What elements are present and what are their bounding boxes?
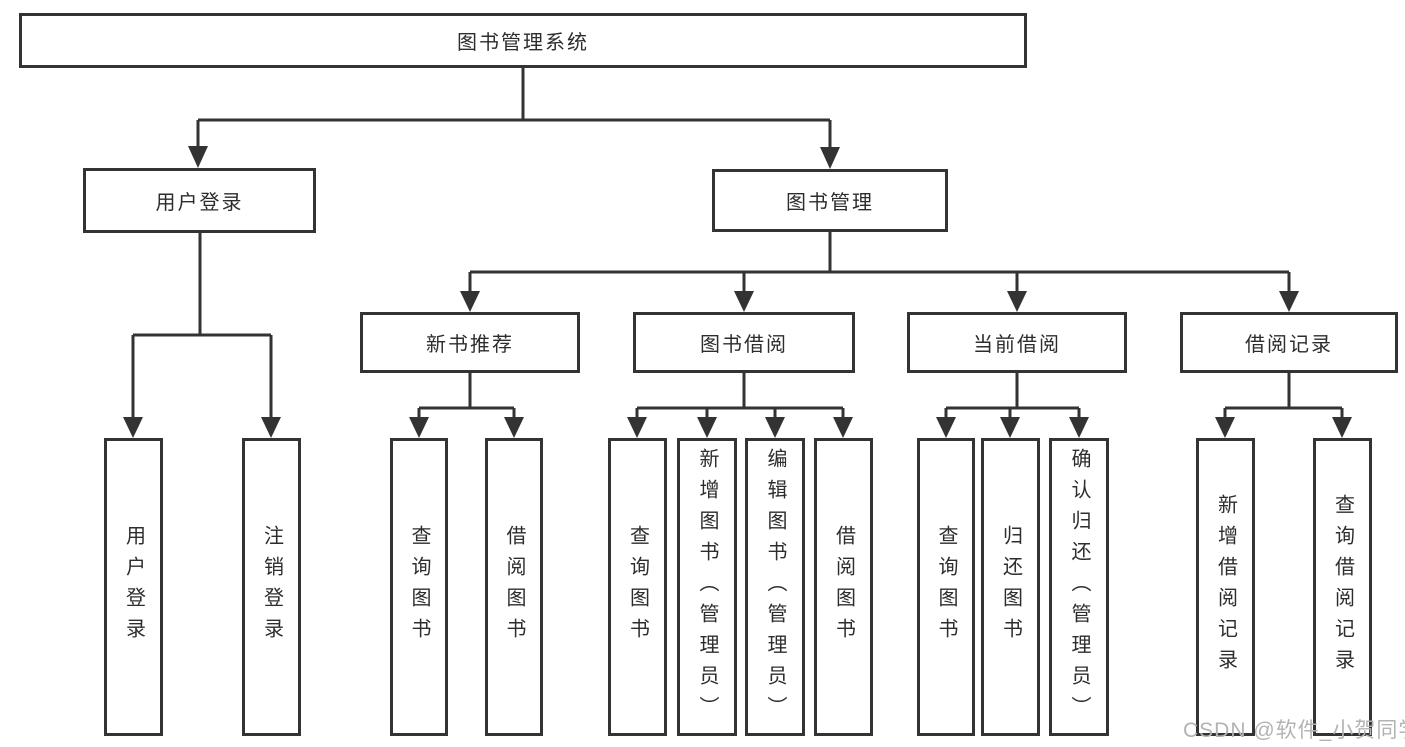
arrowhead xyxy=(460,291,480,312)
arrowhead xyxy=(765,417,785,438)
node-label: 新增图书（管理员） xyxy=(696,447,718,727)
node-label: 新增借阅记录 xyxy=(1214,494,1237,680)
leaf-query-books-current: 查询图书 xyxy=(917,438,975,736)
node-user-login: 用户登录 xyxy=(83,168,316,233)
node-new-book-recommend: 新书推荐 xyxy=(360,312,580,373)
node-label: 注销登录 xyxy=(260,525,283,649)
arrowhead xyxy=(833,417,853,438)
node-label: 查询借阅记录 xyxy=(1331,494,1354,680)
arrowhead xyxy=(1069,417,1089,438)
node-label: 查询图书 xyxy=(935,525,957,649)
node-label: 用户登录 xyxy=(155,192,244,214)
csdn-watermark: CSDN @软件_小贺同学 xyxy=(1183,719,1405,742)
arrowhead xyxy=(734,291,754,312)
node-label: 查询图书 xyxy=(626,525,649,649)
node-label: 借阅图书 xyxy=(832,525,855,649)
node-label: 用户登录 xyxy=(122,525,145,649)
arrowhead xyxy=(1007,291,1027,312)
arrowhead xyxy=(409,417,429,438)
arrowhead xyxy=(697,417,717,438)
arrowhead xyxy=(123,417,143,438)
arrowheads xyxy=(123,146,1352,438)
node-book-borrowing: 图书借阅 xyxy=(633,312,855,373)
leaf-return-books: 归还图书 xyxy=(981,438,1040,736)
leaf-query-borrow-record: 查询借阅记录 xyxy=(1313,438,1372,736)
arrowhead xyxy=(261,417,281,438)
node-label: 确认归还（管理员） xyxy=(1068,447,1090,727)
arrowhead xyxy=(188,146,208,168)
arrowhead xyxy=(1279,291,1299,312)
node-label: 编辑图书（管理员） xyxy=(764,447,786,727)
node-book-management: 图书管理 xyxy=(712,169,948,232)
node-label: 归还图书 xyxy=(999,525,1022,649)
node-label: 当前借阅 xyxy=(973,334,1061,356)
node-current-borrowing: 当前借阅 xyxy=(907,312,1127,373)
node-label: 新书推荐 xyxy=(426,334,514,356)
arrowhead xyxy=(1215,417,1235,438)
connector-line xyxy=(131,68,1344,419)
arrowhead xyxy=(936,417,956,438)
node-label: 借阅图书 xyxy=(503,525,525,649)
arrowhead xyxy=(1000,417,1020,438)
leaf-borrow-books-recommend: 借阅图书 xyxy=(485,438,543,736)
leaf-query-books-borrowing: 查询图书 xyxy=(608,438,667,736)
arrowhead xyxy=(504,417,524,438)
arrowhead xyxy=(820,147,840,169)
leaf-edit-books-admin: 编辑图书（管理员） xyxy=(745,438,805,736)
leaf-confirm-return-admin: 确认归还（管理员） xyxy=(1049,438,1109,736)
node-label: 图书管理 xyxy=(786,192,874,214)
leaf-user-login: 用户登录 xyxy=(104,438,163,736)
leaf-borrow-books-borrowing: 借阅图书 xyxy=(814,438,873,736)
node-label: 查询图书 xyxy=(408,525,430,649)
arrowhead xyxy=(627,417,647,438)
node-label: 图书管理系统 xyxy=(457,32,589,54)
node-label: 图书借阅 xyxy=(700,334,788,356)
node-label: 借阅记录 xyxy=(1245,334,1333,356)
node-book-management-system: 图书管理系统 xyxy=(19,13,1027,68)
leaf-add-borrow-record: 新增借阅记录 xyxy=(1196,438,1255,736)
leaf-logout-login: 注销登录 xyxy=(242,438,301,736)
connector-segments xyxy=(131,68,1344,419)
node-borrowing-records: 借阅记录 xyxy=(1180,312,1398,373)
leaf-add-books-admin: 新增图书（管理员） xyxy=(677,438,737,736)
arrowhead xyxy=(1332,417,1352,438)
leaf-query-books-recommend: 查询图书 xyxy=(390,438,448,736)
